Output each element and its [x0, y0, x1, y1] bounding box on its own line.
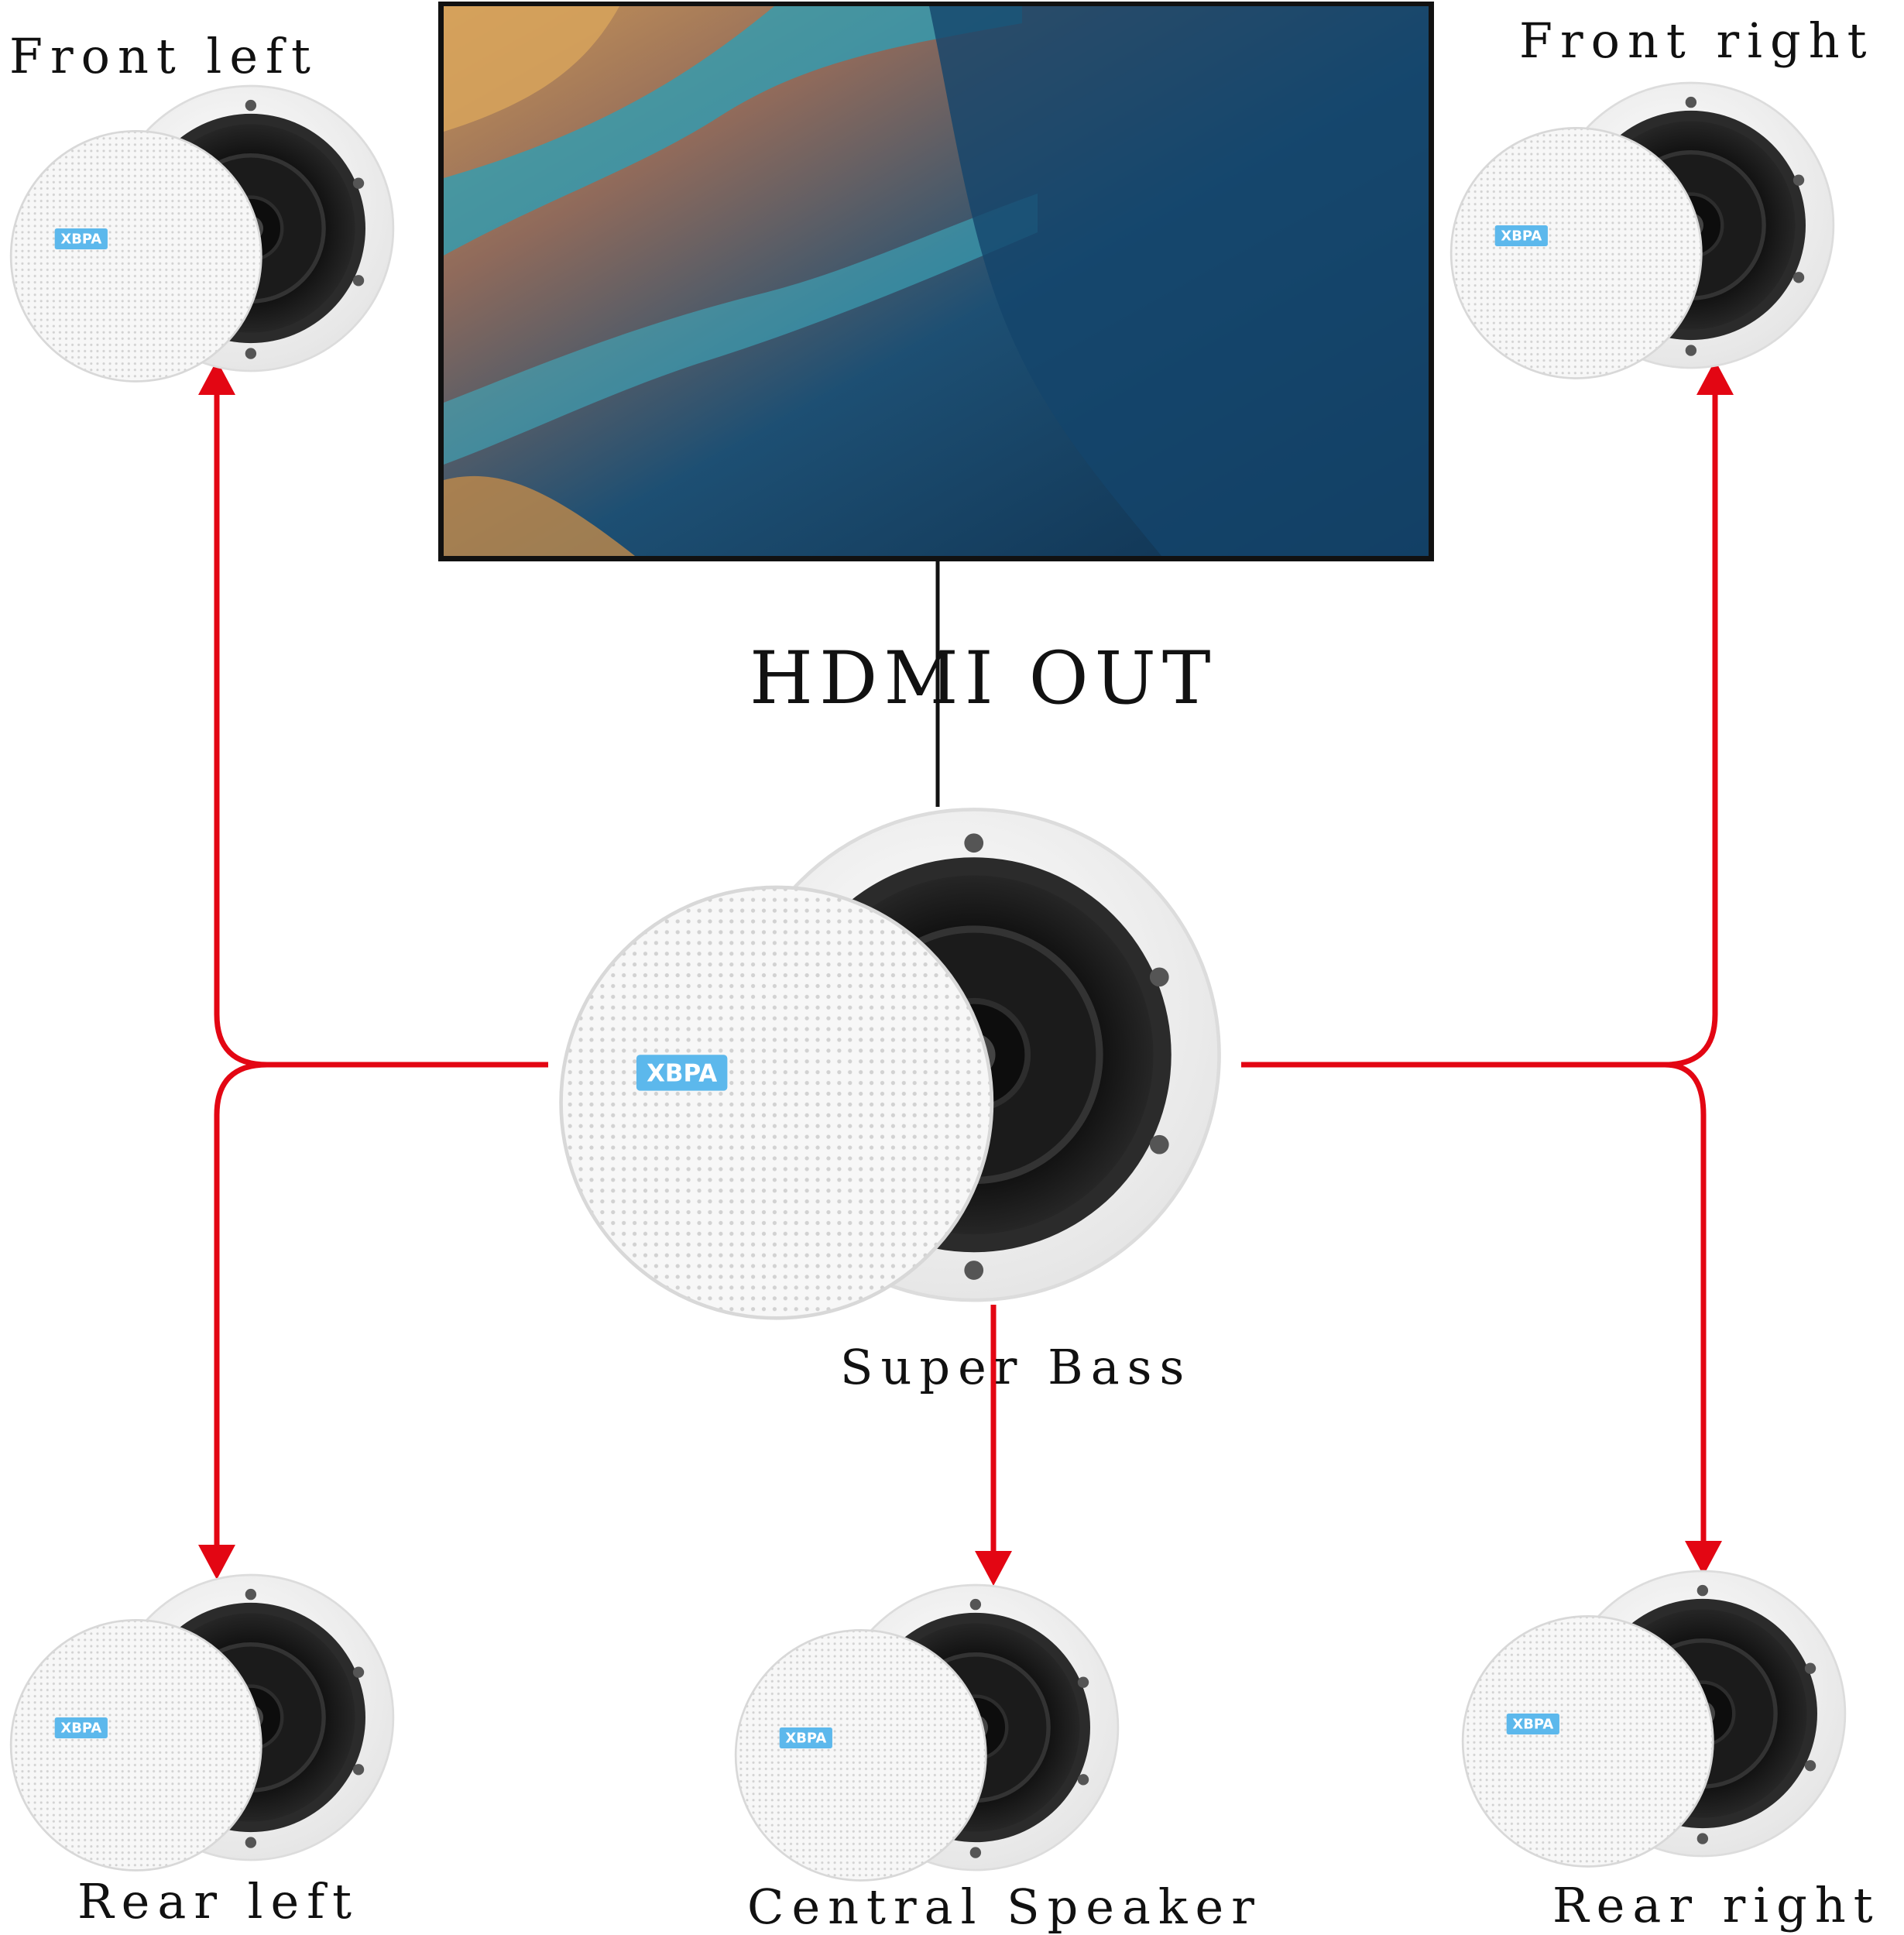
front-right-speaker-icon [1451, 83, 1834, 379]
front-left-speaker-icon [11, 86, 393, 382]
central-speaker-icon [736, 1585, 1118, 1881]
rear-right-label: Rear right [1552, 1877, 1881, 1933]
front-right-label: Front right [1519, 12, 1875, 69]
super-bass-label: Super Bass [840, 1339, 1192, 1395]
front-left-label: Front left [9, 28, 318, 84]
hdmi-out-label: HDMI OUT [750, 636, 1217, 721]
super-bass-speaker-icon [561, 809, 1220, 1318]
central-speaker-label: Central Speaker [747, 1878, 1262, 1935]
tv-screen-icon [438, 2, 1434, 561]
rear-right-speaker-icon [1463, 1571, 1845, 1867]
rear-left-label: Rear left [77, 1873, 360, 1930]
connection-arrows [214, 395, 1718, 1552]
rear-left-speaker-icon [11, 1575, 393, 1871]
arrow-heads [198, 360, 1734, 1586]
